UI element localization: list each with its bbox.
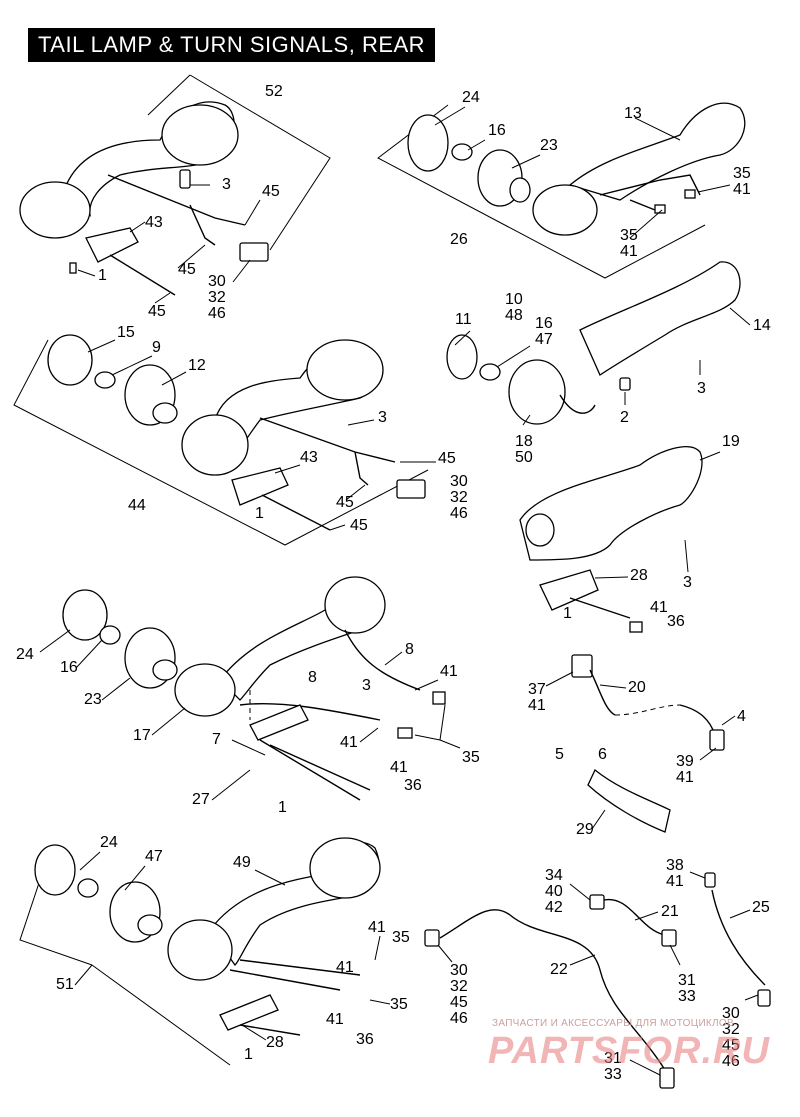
callout-26: 26 — [450, 231, 468, 248]
callout-41c: 41 — [340, 734, 358, 751]
callout-5: 5 — [555, 746, 564, 763]
callout-24a: 24 — [462, 89, 480, 106]
callout-3a: 3 — [222, 176, 231, 193]
callout-51: 51 — [56, 976, 74, 993]
callout-45b: 45 — [178, 261, 196, 278]
callout-45c: 45 — [148, 303, 166, 320]
callout-24c: 24 — [100, 834, 118, 851]
assembly-52 — [19, 74, 331, 296]
callout-1b: 1 — [255, 505, 264, 522]
callout-1e: 1 — [244, 1046, 253, 1063]
callout-41g: 41 — [326, 1011, 344, 1028]
callout-1a: 1 — [98, 267, 107, 284]
callout-29: 29 — [576, 821, 594, 838]
page-title: TAIL LAMP & TURN SIGNALS, REAR — [28, 28, 436, 62]
callout-13: 13 — [624, 105, 642, 122]
callout-43a: 43 — [145, 214, 163, 231]
callout-1d: 1 — [278, 799, 287, 816]
callout-12: 12 — [188, 357, 206, 374]
callout-35d: 35 — [392, 929, 410, 946]
callout-52: 52 — [265, 83, 283, 100]
callout-43b: 43 — [300, 449, 318, 466]
callout-15: 15 — [117, 324, 135, 341]
assembly-26 — [377, 102, 746, 279]
assembly-51 — [19, 837, 381, 1066]
callout-4: 4 — [737, 708, 746, 725]
callout-16a: 16 — [488, 122, 506, 139]
callout-41d: 41 — [390, 759, 408, 776]
callout-36c: 36 — [356, 1031, 374, 1048]
callout-21: 21 — [661, 903, 679, 920]
harness-22 — [424, 872, 771, 1089]
callout-1c: 1 — [563, 605, 572, 622]
callout-44: 44 — [128, 497, 146, 514]
callout-49: 49 — [233, 854, 251, 871]
callout-41a: 41 — [650, 599, 668, 616]
callout-11: 11 — [455, 311, 472, 328]
callout-7: 7 — [212, 731, 221, 748]
callout-16c: 16 — [60, 659, 78, 676]
assembly-17 — [62, 576, 446, 801]
callout-2: 2 — [620, 409, 629, 426]
callout-17: 17 — [133, 727, 151, 744]
callout-6: 6 — [598, 746, 607, 763]
callout-47: 47 — [145, 848, 163, 865]
callout-36a: 36 — [667, 613, 685, 630]
callout-35c: 35 — [462, 749, 480, 766]
callout-28a: 28 — [630, 567, 648, 584]
callout-45e: 45 — [336, 494, 354, 511]
watermark-logo: PARTSFOR.RU — [488, 1030, 770, 1072]
callout-19: 19 — [722, 433, 740, 450]
callout-8b: 8 — [308, 669, 317, 686]
watermark-caption: ЗАПЧАСТИ И АКСЕССУАРЫ ДЛЯ МОТОЦИКЛОВ — [492, 1018, 734, 1029]
callout-9: 9 — [152, 339, 161, 356]
callout-45a: 45 — [262, 183, 280, 200]
callout-45f: 45 — [350, 517, 368, 534]
callout-3e: 3 — [362, 677, 371, 694]
callout-3d: 3 — [683, 574, 692, 591]
assembly-18 — [446, 261, 741, 425]
callout-41f: 41 — [336, 959, 354, 976]
callout-45d: 45 — [438, 450, 456, 467]
callout-8a: 8 — [405, 641, 414, 658]
callout-20: 20 — [628, 679, 646, 696]
callout-23a: 23 — [540, 137, 558, 154]
callout-23b: 23 — [84, 691, 102, 708]
callout-35e: 35 — [390, 996, 408, 1013]
callout-41e: 41 — [368, 919, 386, 936]
leader-lines — [39, 106, 759, 1076]
callout-24b: 24 — [16, 646, 34, 663]
callout-14: 14 — [753, 317, 771, 334]
callout-36b: 36 — [404, 777, 422, 794]
bracket-19 — [519, 446, 703, 633]
callout-25: 25 — [752, 899, 770, 916]
harness-20 — [571, 654, 725, 833]
callout-3c: 3 — [697, 380, 706, 397]
callout-22: 22 — [550, 961, 568, 978]
callout-28b: 28 — [266, 1034, 284, 1051]
assembly-44 — [13, 334, 429, 546]
callout-3b: 3 — [378, 409, 387, 426]
callout-27: 27 — [192, 791, 210, 808]
callout-41b: 41 — [440, 663, 458, 680]
